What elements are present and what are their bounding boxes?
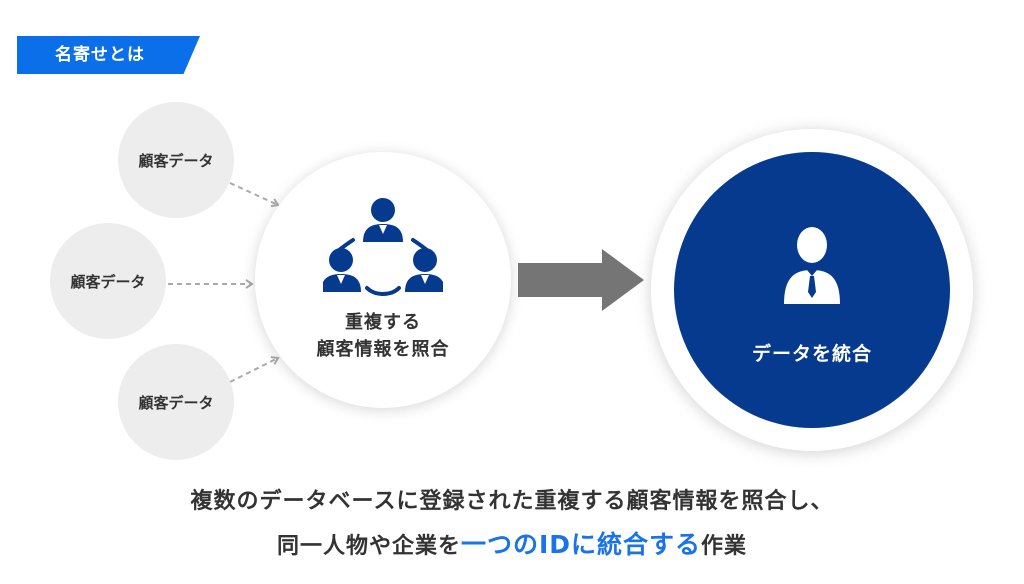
caption-line-1: 複数のデータベースに登録された重複する顧客情報を照合し、 <box>190 489 834 514</box>
integrated-data-label: データを統合 <box>751 343 872 365</box>
source-label: 顧客データ <box>138 393 214 412</box>
section-tag-label: 名寄せとは <box>55 45 145 65</box>
connector-arrow-top <box>229 182 280 208</box>
big-right-arrow-icon <box>518 249 644 311</box>
matching-step-circle: 重複する 顧客情報を照合 <box>255 152 511 408</box>
source-label: 顧客データ <box>70 272 146 291</box>
source-label: 顧客データ <box>138 151 214 170</box>
integrated-data-inner: データを統合 <box>674 152 950 428</box>
meeting-people-icon <box>323 198 443 296</box>
person-icon <box>784 227 840 304</box>
caption-line-2-suffix: 作業 <box>701 534 748 559</box>
caption-line-2-prefix: 同一人物や企業を <box>276 534 461 559</box>
section-tag: 名寄せとは <box>17 36 200 74</box>
source-customer-data-1: 顧客データ <box>118 102 234 218</box>
source-customer-data-2: 顧客データ <box>50 223 166 339</box>
matching-step-line-2: 顧客情報を照合 <box>316 339 450 360</box>
source-customer-data-3: 顧客データ <box>118 344 234 460</box>
caption-line-2: 同一人物や企業を一つのIDに統合する作業 <box>0 525 1024 561</box>
matching-step-line-1: 重複する <box>345 312 421 333</box>
connector-arrow-bottom <box>229 356 280 383</box>
integrated-data-circle: データを統合 <box>651 129 973 451</box>
caption-highlight: 一つのIDに統合する <box>460 530 702 559</box>
